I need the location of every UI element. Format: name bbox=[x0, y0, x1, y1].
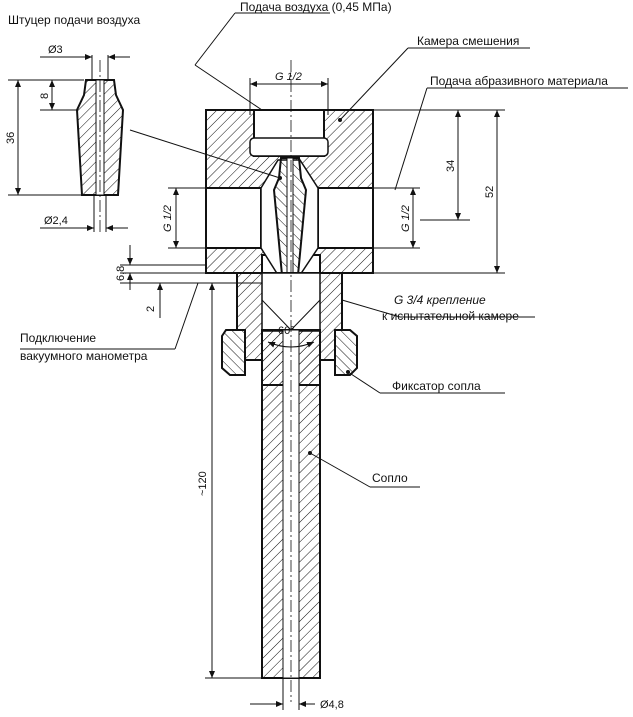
dim-34: 34 bbox=[445, 160, 457, 172]
dim-angle-60: 60° bbox=[278, 325, 295, 337]
leader-lines bbox=[20, 12, 628, 488]
dim-g12-left: G 1/2 bbox=[162, 205, 174, 232]
label-vacuum-gauge-2: вакуумного манометра bbox=[20, 349, 148, 363]
label-mixing-chamber: Камера смешения bbox=[417, 34, 519, 48]
label-thread-mount-2: к испытательной камере bbox=[382, 309, 519, 323]
dim-d4-8: Ø4,8 bbox=[320, 699, 344, 711]
label-thread-mount-1: G 3/4 крепление bbox=[394, 293, 486, 307]
dim-6-8: 6,8 bbox=[115, 266, 127, 281]
dim-d3: Ø3 bbox=[48, 44, 63, 56]
dim-8: 8 bbox=[39, 93, 51, 99]
label-air-fitting: Штуцер подачи воздуха bbox=[8, 13, 141, 27]
dim-2: 2 bbox=[145, 306, 157, 312]
dim-36: 36 bbox=[5, 132, 17, 144]
dim-g12-right: G 1/2 bbox=[400, 205, 412, 232]
main-dimensions bbox=[120, 78, 505, 710]
air-fitting-part bbox=[8, 54, 130, 232]
label-air-supply: Подача воздуха (0,45 МПа) bbox=[240, 0, 392, 14]
label-abrasive-supply: Подача абразивного материала bbox=[430, 74, 608, 88]
dim-g12-top: G 1/2 bbox=[275, 71, 302, 83]
label-nozzle-lock: Фиксатор сопла bbox=[392, 379, 481, 393]
nozzle-tube bbox=[261, 60, 321, 702]
dim-52: 52 bbox=[484, 186, 496, 198]
dim-d2-4: Ø2,4 bbox=[44, 215, 68, 227]
label-nozzle: Сопло bbox=[372, 471, 408, 485]
label-vacuum-gauge-1: Подключение bbox=[20, 331, 96, 345]
dim-120: ~120 bbox=[197, 471, 209, 496]
